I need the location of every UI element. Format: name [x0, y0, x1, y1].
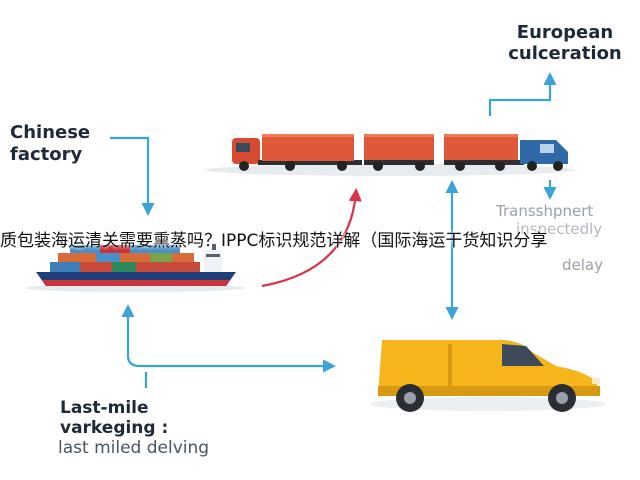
ship-waterline: [42, 280, 230, 286]
lastmile-caption: last miled delving: [58, 438, 210, 458]
transshipment-line2: inspectedly: [516, 220, 603, 238]
container-icon: [364, 134, 434, 171]
delivery-van: [370, 340, 606, 412]
ship-bridge: [204, 244, 222, 272]
arrow-ship-to-van: [121, 304, 336, 373]
transshipment-line3: delay: [562, 256, 603, 274]
container-truck: [232, 134, 568, 171]
chinese-node-label: Chinese factory: [10, 122, 150, 166]
lastmile-line2: varkeging :: [60, 418, 169, 438]
european-line1: European: [516, 22, 614, 43]
european-line2: culceration: [508, 43, 622, 64]
arrow-ship-to-truck: [261, 188, 362, 288]
ship-containers: [50, 245, 200, 272]
european-node-label: European culceration: [500, 22, 630, 64]
van-body: [378, 340, 600, 396]
van-window: [502, 344, 544, 366]
container-icon: [444, 134, 524, 171]
truck-tractor-icon: [520, 140, 568, 171]
arrow-truck-to-europe: [488, 72, 557, 116]
cargo-ship: [25, 244, 245, 292]
lastmile-line1: Last-mile: [60, 398, 149, 418]
lastmile-node-label: Last-mile varkeging :: [60, 398, 260, 438]
truck-shadow: [205, 164, 575, 176]
transshipment-line1: Transshpnert: [496, 202, 594, 220]
container-icon: [262, 134, 354, 161]
chinese-line1: Chinese: [10, 122, 91, 143]
overlay-banner-text: 质包装海运清关需要熏蒸吗？IPPC标识规范详解（国际海运干货知识分享: [0, 231, 548, 251]
chinese-line2: factory: [10, 144, 83, 165]
truck-cab-icon: [232, 138, 362, 171]
arrow-china-to-ship: [110, 136, 155, 216]
